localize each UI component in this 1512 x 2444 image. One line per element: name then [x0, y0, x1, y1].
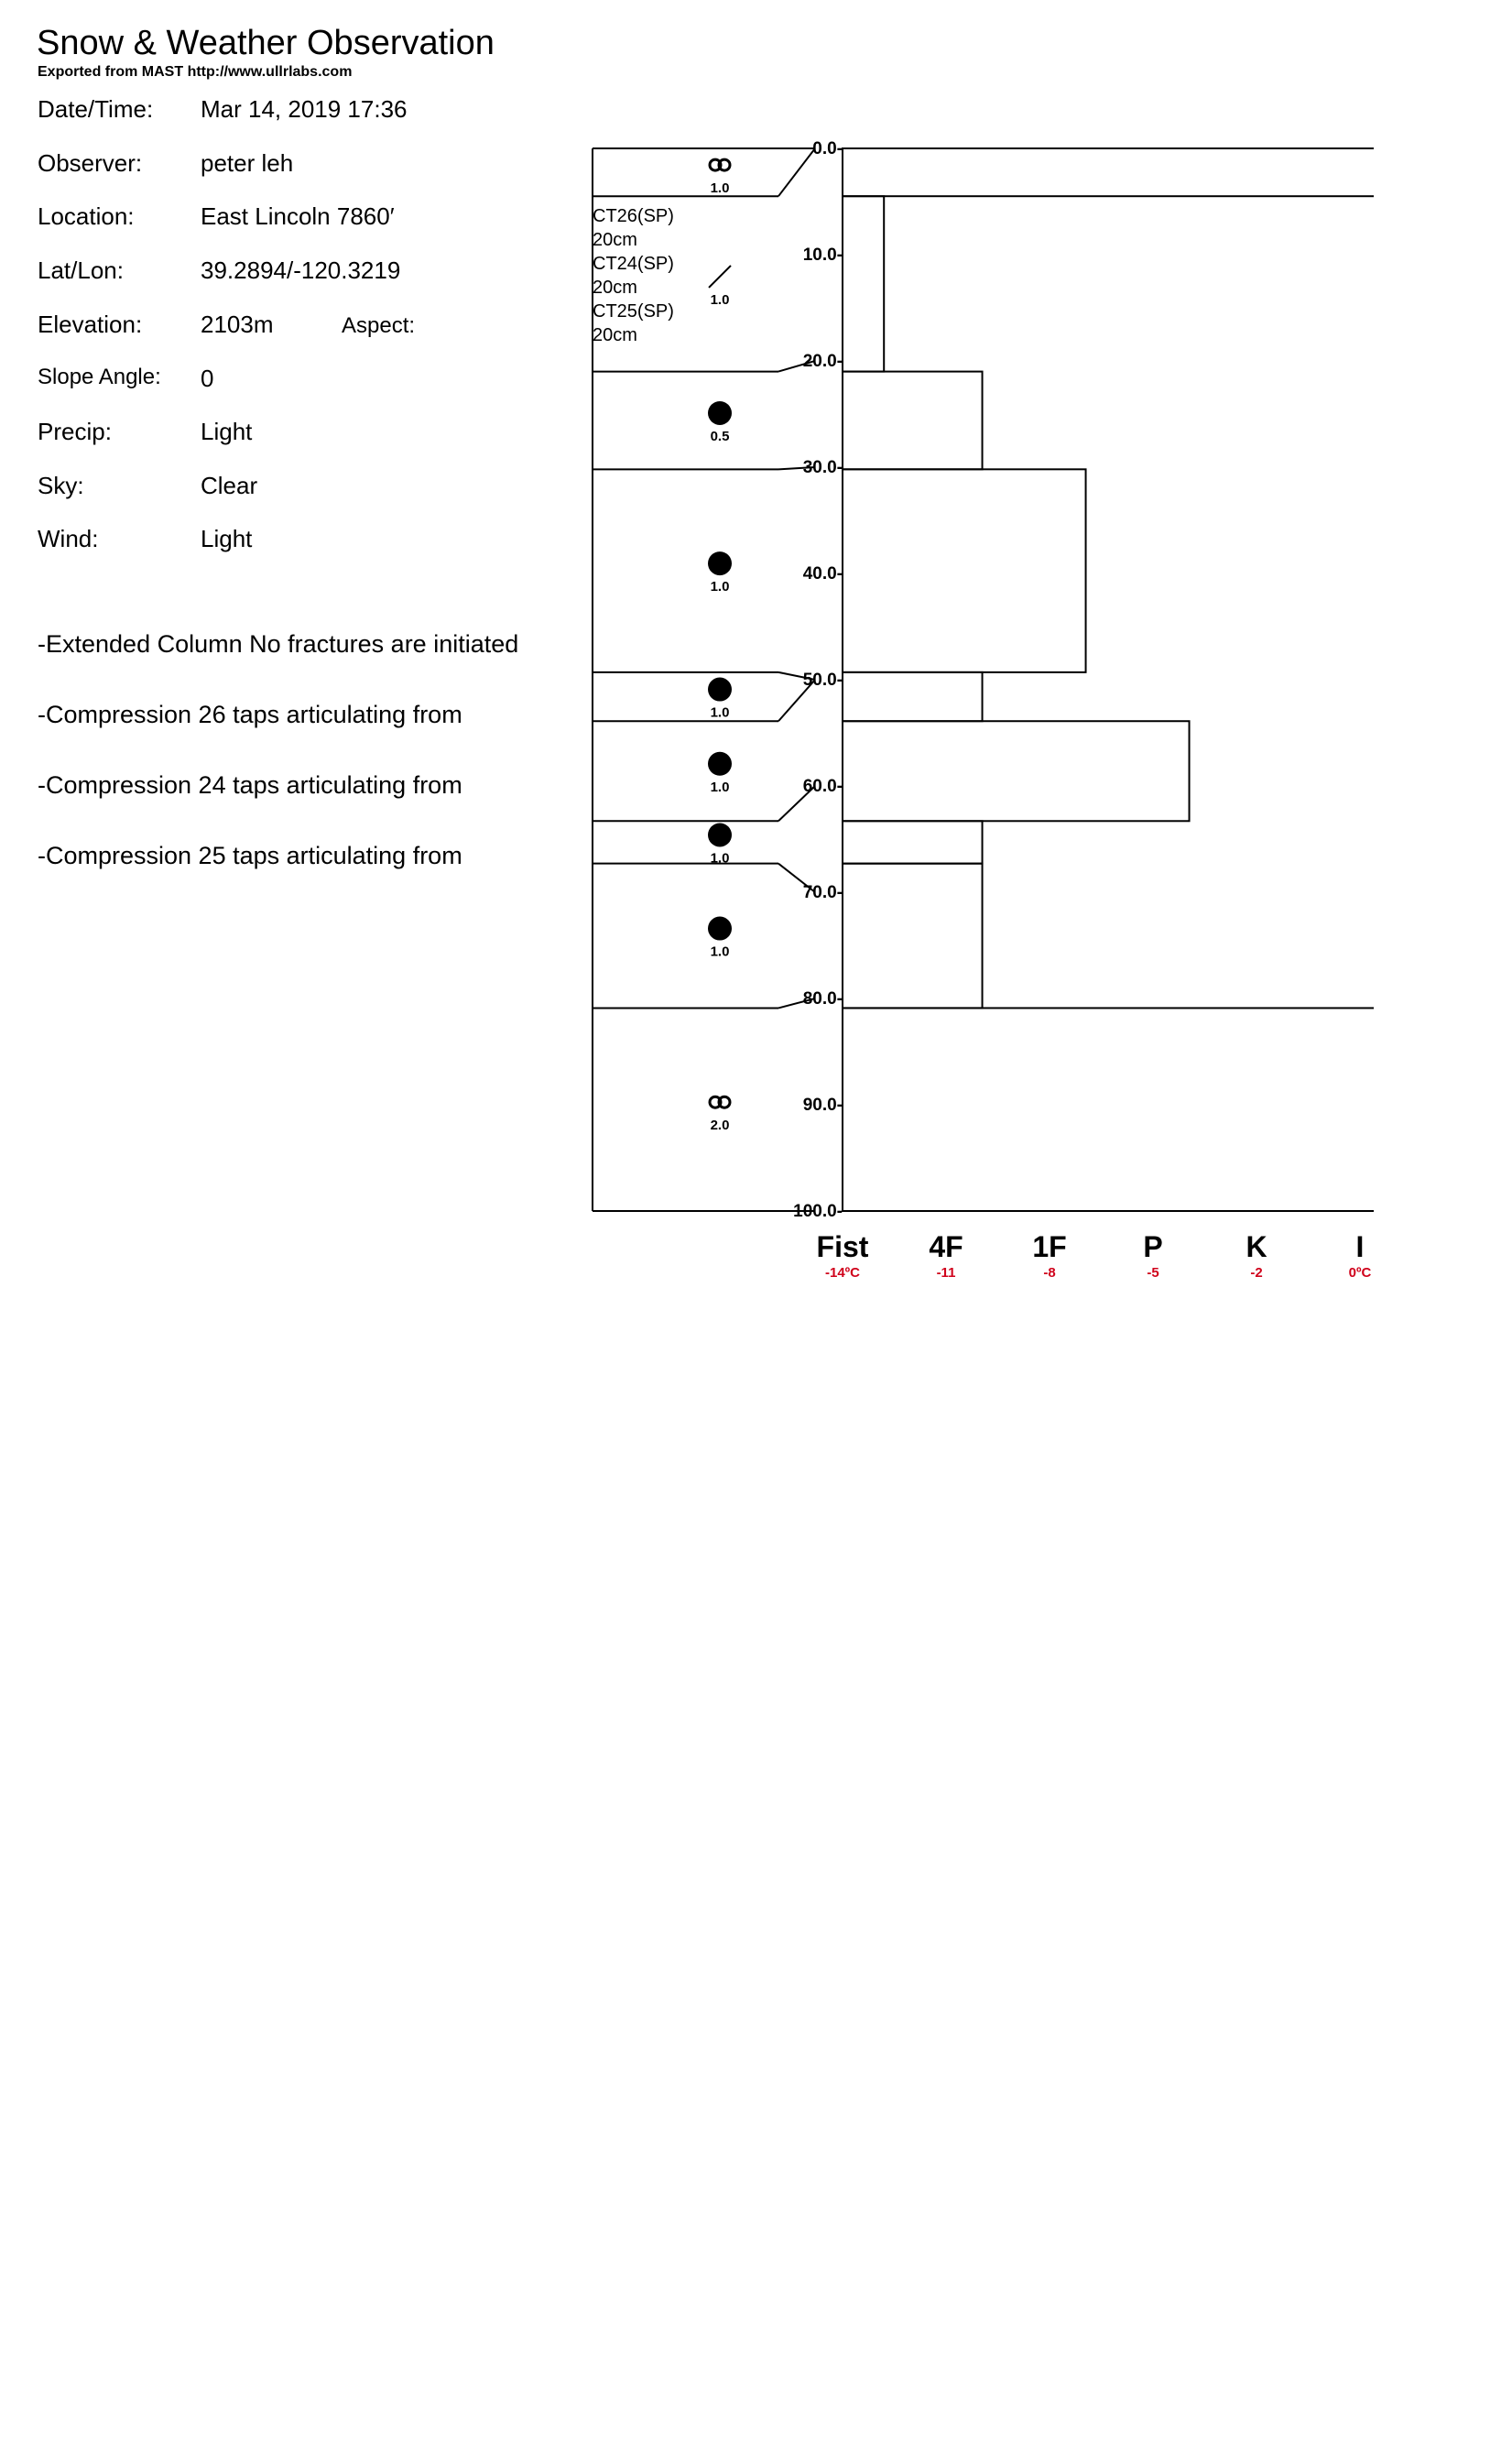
depth-label: 20.0-: [803, 352, 843, 371]
boundary-connector: [778, 862, 816, 893]
depth-label: 10.0-: [803, 245, 843, 265]
depth-label: 80.0-: [803, 989, 843, 1009]
field-label: Precip:: [38, 418, 112, 445]
field-label: Wind:: [38, 525, 99, 552]
aspect-label: Aspect:: [342, 313, 416, 338]
test-result-line: -Extended Column No fractures are initia…: [38, 630, 519, 658]
melt-form-ring: [717, 158, 732, 172]
test-result-line: -Compression 24 taps articulating from: [38, 771, 462, 799]
hardness-label: K: [1245, 1230, 1267, 1263]
boundary-connector: [778, 679, 816, 722]
melt-form-icon: [708, 1095, 732, 1109]
field-value: Clear: [201, 472, 258, 499]
melt-form-ring: [717, 1095, 732, 1109]
temperature-label: -5: [1147, 1265, 1158, 1281]
hardness-label: P: [1143, 1230, 1162, 1263]
page-title: Snow & Weather Observation: [37, 24, 495, 62]
hardness-bar: [842, 820, 984, 865]
dot-icon: [708, 551, 732, 576]
field-value: 2103m: [201, 311, 274, 338]
field-label: Elevation:: [38, 311, 143, 338]
boundary-connector: [778, 466, 816, 471]
grain-size-label: 1.0: [711, 850, 730, 866]
depth-label: 0.0-: [812, 139, 843, 158]
melt-form-ring: [708, 158, 723, 172]
test-label: CT24(SP): [593, 254, 674, 274]
hardness-label: 1F: [1032, 1230, 1066, 1263]
test-label: CT25(SP): [593, 301, 674, 322]
depth-label: 40.0-: [803, 564, 843, 584]
temperature-label: -14ºC: [825, 1265, 860, 1281]
grain-size-label: 1.0: [711, 180, 730, 196]
snow-profile-chart: 1.0 1.0 0.5 1.0 1.0 1.0 1.0 1.0 2.0 0.0- 10.0- 20.0…: [592, 139, 1374, 1281]
hardness-label: I: [1356, 1230, 1365, 1263]
field-value: Light: [201, 525, 253, 552]
field-label: Location:: [38, 202, 135, 230]
melt-form-ring: [708, 1095, 723, 1109]
depth-label: 70.0-: [803, 883, 843, 902]
test-depth: 20cm: [593, 325, 637, 345]
dot-icon: [708, 916, 732, 941]
field-value: 39.2894/-120.3219: [201, 256, 401, 284]
test-result-line: -Compression 25 taps articulating from: [38, 842, 462, 869]
temperature-label: -8: [1043, 1265, 1055, 1281]
test-depth: 20cm: [593, 230, 637, 250]
hardness-bar: [842, 147, 1374, 198]
hardness-bar: [842, 468, 1087, 673]
field-label: Slope Angle:: [38, 365, 161, 389]
boundary-connector: [778, 998, 816, 1009]
temperature-label: 0ºC: [1349, 1265, 1372, 1281]
field-label: Date/Time:: [38, 95, 154, 123]
depth-label: 30.0-: [803, 458, 843, 477]
temperature-label: -2: [1250, 1265, 1262, 1281]
grain-size-label: 1.0: [711, 780, 730, 795]
dot-icon: [708, 400, 732, 425]
export-note: Exported from MAST http://www.ullrlabs.c…: [38, 64, 353, 80]
boundary-connector: [778, 360, 816, 373]
melt-form-icon: [708, 158, 732, 172]
depth-label: 50.0-: [803, 671, 843, 690]
grain-size-label: 0.5: [711, 429, 730, 444]
field-value: Mar 14, 2019 17:36: [201, 95, 408, 123]
hardness-label: Fist: [817, 1230, 869, 1263]
field-label: Sky:: [38, 472, 84, 499]
field-label: Observer:: [38, 149, 143, 177]
dot-icon: [708, 823, 732, 847]
grain-size-label: 2.0: [711, 1118, 730, 1133]
depth-label: 90.0-: [803, 1096, 843, 1115]
grain-size-label: 1.0: [711, 292, 730, 308]
hardness-bar: [842, 195, 886, 373]
slash-icon: [708, 265, 732, 289]
hardness-bar: [842, 862, 984, 1009]
depth-label: 60.0-: [803, 777, 843, 796]
temperature-label: -11: [937, 1265, 956, 1281]
test-depth: 20cm: [593, 278, 637, 298]
dot-icon: [708, 677, 732, 702]
grain-size-label: 1.0: [711, 579, 730, 595]
field-value: 0: [201, 365, 214, 392]
boundary-connector: [778, 671, 816, 681]
boundary-connector: [778, 785, 816, 823]
field-value: peter leh: [201, 149, 294, 177]
dot-icon: [708, 751, 732, 776]
boundary-connector: [778, 147, 816, 197]
grain-size-label: 1.0: [711, 944, 730, 960]
field-value: East Lincoln 7860′: [201, 202, 395, 230]
field-value: Light: [201, 418, 253, 445]
grain-size-label: 1.0: [711, 705, 730, 721]
hardness-label: 4F: [929, 1230, 963, 1263]
test-label: CT26(SP): [593, 206, 674, 226]
field-label: Lat/Lon:: [38, 256, 124, 284]
test-result-line: -Compression 26 taps articulating from: [38, 701, 462, 728]
hardness-bar: [842, 1007, 1374, 1212]
field-aspect: Aspect:: [342, 313, 415, 339]
depth-label: 100.0-: [793, 1202, 843, 1221]
hardness-bar: [842, 720, 1191, 823]
hardness-bar: [842, 671, 984, 723]
hardness-bar: [842, 370, 984, 471]
